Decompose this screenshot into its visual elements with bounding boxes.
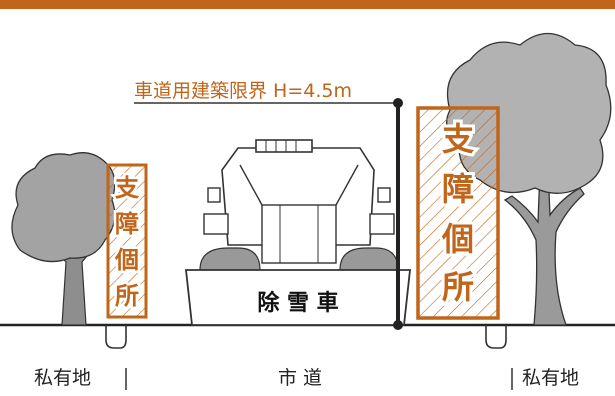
svg-text:個: 個: [114, 246, 139, 274]
left-char-2: 障: [115, 210, 139, 238]
right-char-2: 障: [442, 170, 474, 208]
svg-text:支: 支: [442, 120, 474, 158]
svg-text:所: 所: [442, 268, 474, 306]
left-char-4: 所: [115, 282, 139, 310]
right-char-3: 個: [441, 220, 474, 258]
clearance-top-dot: [393, 98, 403, 108]
right-gutter: [485, 325, 507, 349]
right-char-1: 支: [442, 120, 474, 158]
left-char-1: 支: [115, 174, 140, 202]
limit-label: 車道用建築限界 H=4.5m: [134, 80, 352, 102]
right-char-4: 所: [442, 268, 474, 306]
svg-text:個: 個: [441, 220, 474, 258]
top-border: [0, 0, 615, 9]
svg-text:障: 障: [115, 210, 139, 238]
clearance-bottom-dot: [393, 320, 403, 330]
left-gutter: [105, 325, 127, 349]
road-label: 市 道: [278, 367, 322, 389]
left-land-label: 私有地: [34, 367, 91, 389]
right-land-label: 私有地: [522, 367, 579, 389]
snow-plow: 除 雪 車: [184, 139, 412, 326]
svg-text:所: 所: [115, 282, 139, 310]
left-obstruction-box: 支 支 障 障 個 個 所 所: [106, 163, 148, 319]
plow-label: 除 雪 車: [257, 290, 338, 316]
svg-text:障: 障: [442, 170, 474, 208]
left-tree: [11, 152, 116, 326]
svg-text:支: 支: [115, 174, 140, 202]
right-obstruction-box: 支 支 障 障 個 個 所 所: [416, 106, 500, 320]
left-char-3: 個: [114, 246, 139, 274]
